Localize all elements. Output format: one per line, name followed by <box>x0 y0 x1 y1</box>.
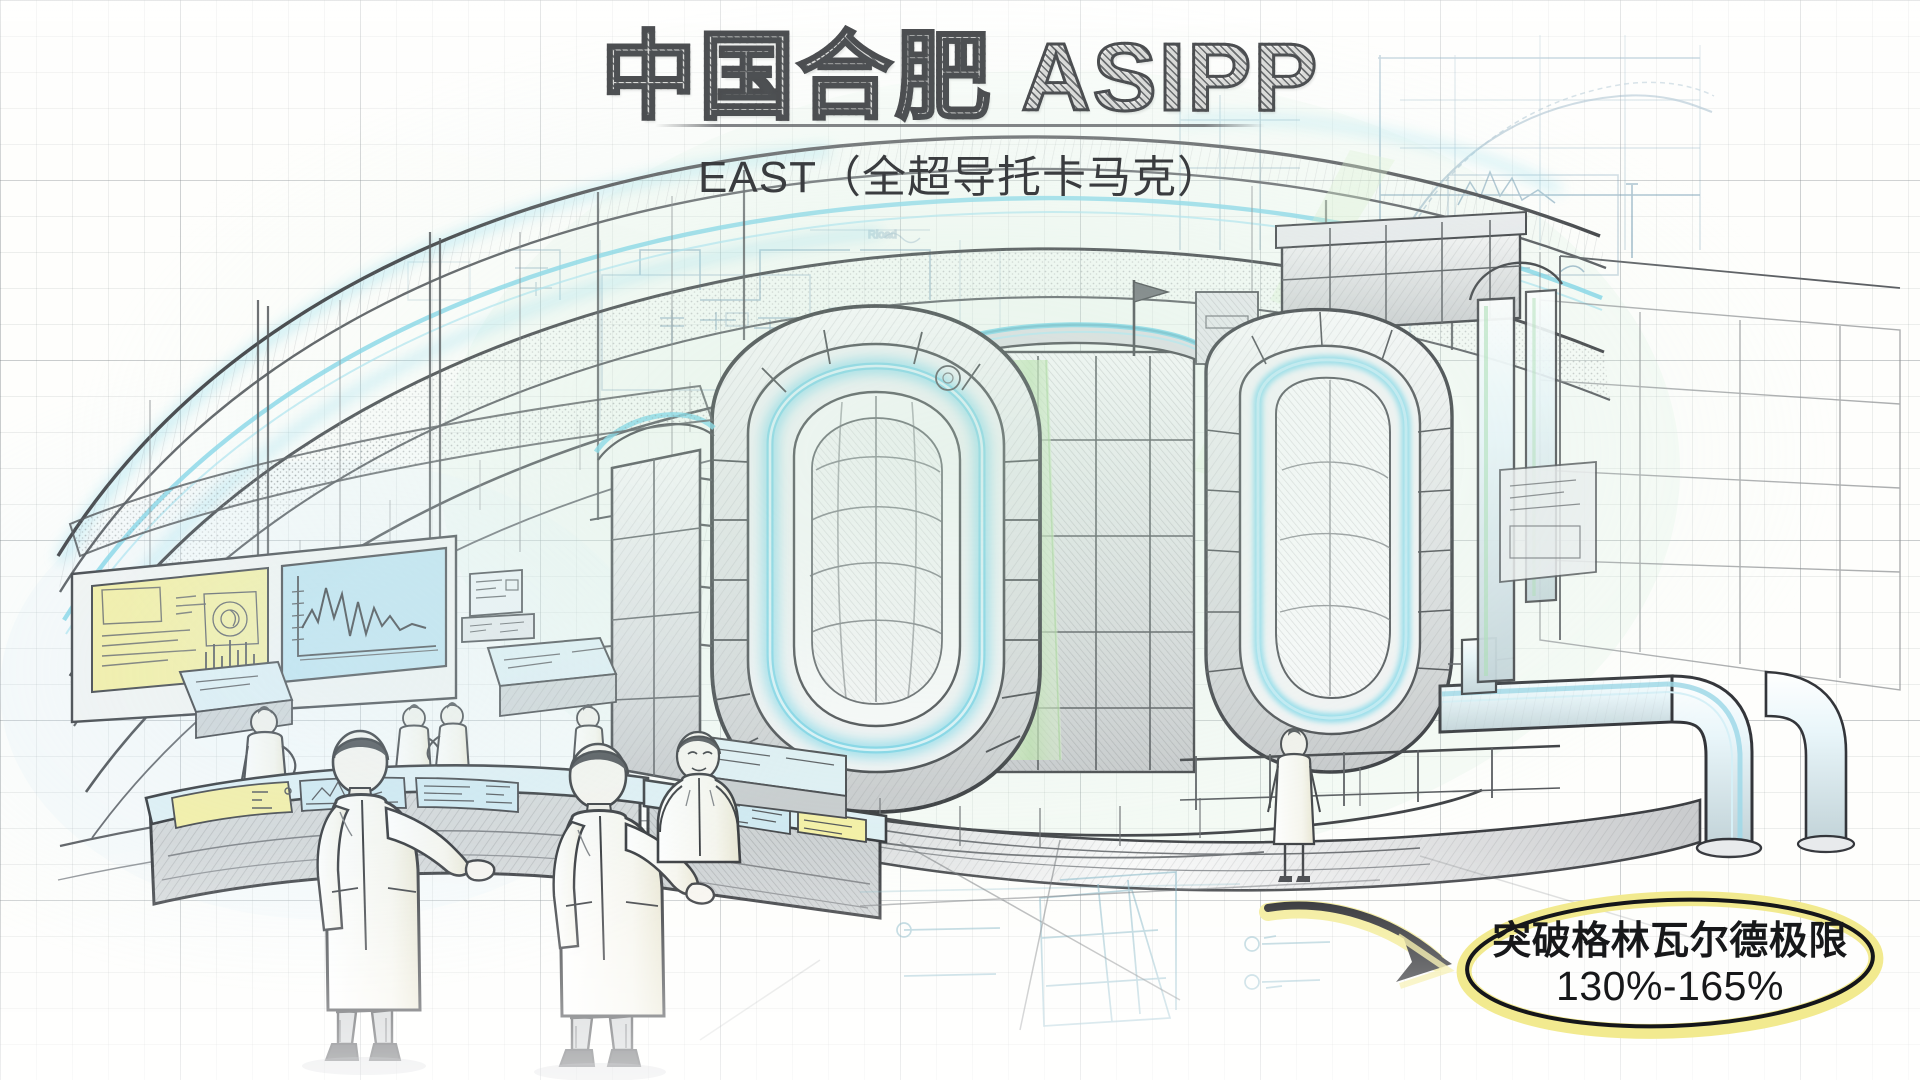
screen-cyan-waveform <box>280 546 448 684</box>
greenwald-limit-callout: 突破格林瓦尔德极限 130%-165% <box>1455 890 1885 1040</box>
cabinet-right <box>1499 461 1597 583</box>
tf-coil-right <box>1204 307 1454 774</box>
curved-arrow-to-callout <box>1259 900 1455 989</box>
blueprint-floor-plan <box>859 871 1331 1027</box>
console-mid-right <box>486 636 618 718</box>
callout-ellipse-outline <box>1456 891 1884 1039</box>
